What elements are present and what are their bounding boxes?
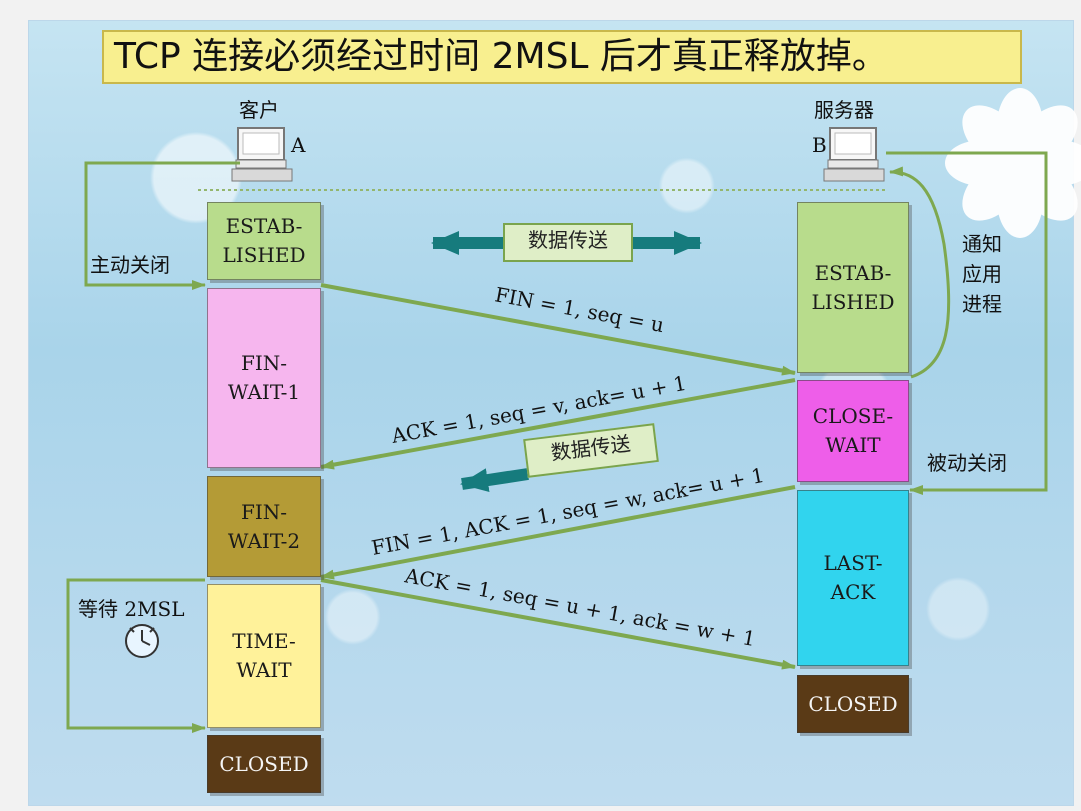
client-time-wait-state: TIME- WAIT (207, 584, 321, 728)
one-way-data-arrow (460, 468, 529, 492)
server-close-wait-state: CLOSE- WAIT (797, 380, 909, 482)
fin-2-arrow (320, 485, 796, 580)
ack-2-label: ACK = 1, seq = u + 1, ack = w + 1 (402, 563, 757, 651)
passive-close-label: 被动关闭 (927, 451, 1007, 475)
active-close-label: 主动关闭 (90, 253, 170, 277)
notify-app-label: 通知 应用 进程 (962, 232, 1002, 316)
server-computer-icon (823, 127, 885, 182)
fin-2-label: FIN = 1, ACK = 1, seq = w, ack= u + 1 (370, 463, 767, 560)
ack-1-arrow (320, 378, 796, 470)
fin-1-arrow (320, 283, 796, 376)
ack-2-arrow (320, 578, 796, 670)
client-letter: A (291, 133, 306, 157)
wait-2msl-path (66, 578, 206, 733)
server-letter: B (812, 133, 827, 157)
client-name: 客户 (239, 98, 279, 122)
data-transfer-box-top: 数据传送 (503, 223, 633, 262)
white-flower-decoration (935, 78, 1081, 248)
server-closed-state: CLOSED (797, 675, 909, 733)
fin-1-label: FIN = 1, seq = u (493, 282, 666, 337)
client-fin-wait-2-state: FIN- WAIT-2 (207, 476, 321, 577)
client-fin-wait-1-state: FIN- WAIT-1 (207, 288, 321, 468)
active-close-path (84, 161, 240, 290)
client-closed-state: CLOSED (207, 735, 321, 793)
server-name: 服务器 (814, 98, 874, 122)
slide-title: TCP 连接必须经过时间 2MSL 后才真正释放掉。 (102, 30, 1022, 84)
server-last-ack-state: LAST- ACK (797, 490, 909, 666)
passive-close-path (886, 151, 1048, 495)
wait-2msl-label: 等待 2MSL (78, 597, 185, 621)
notify-app-path (889, 166, 951, 379)
server-established-state: ESTAB- LISHED (797, 202, 909, 373)
client-computer-icon (231, 127, 293, 182)
client-established-state: ESTAB- LISHED (207, 202, 321, 280)
clock-icon (125, 624, 159, 658)
